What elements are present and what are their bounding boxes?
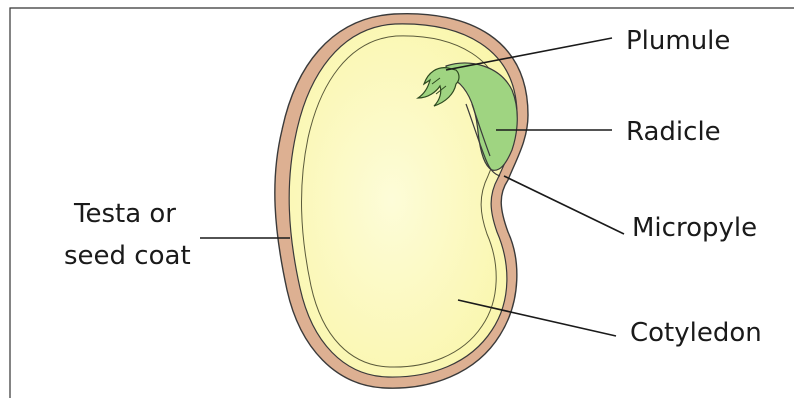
plumule-label: Plumule [626,26,730,56]
radicle-label: Radicle [626,117,721,147]
cotyledon-label: Cotyledon [630,318,762,348]
micropyle-leader-line [504,176,624,234]
testa-label-line1: Testa or [73,199,176,229]
micropyle-label: Micropyle [632,213,757,243]
testa-label-line2: seed coat [64,241,191,271]
